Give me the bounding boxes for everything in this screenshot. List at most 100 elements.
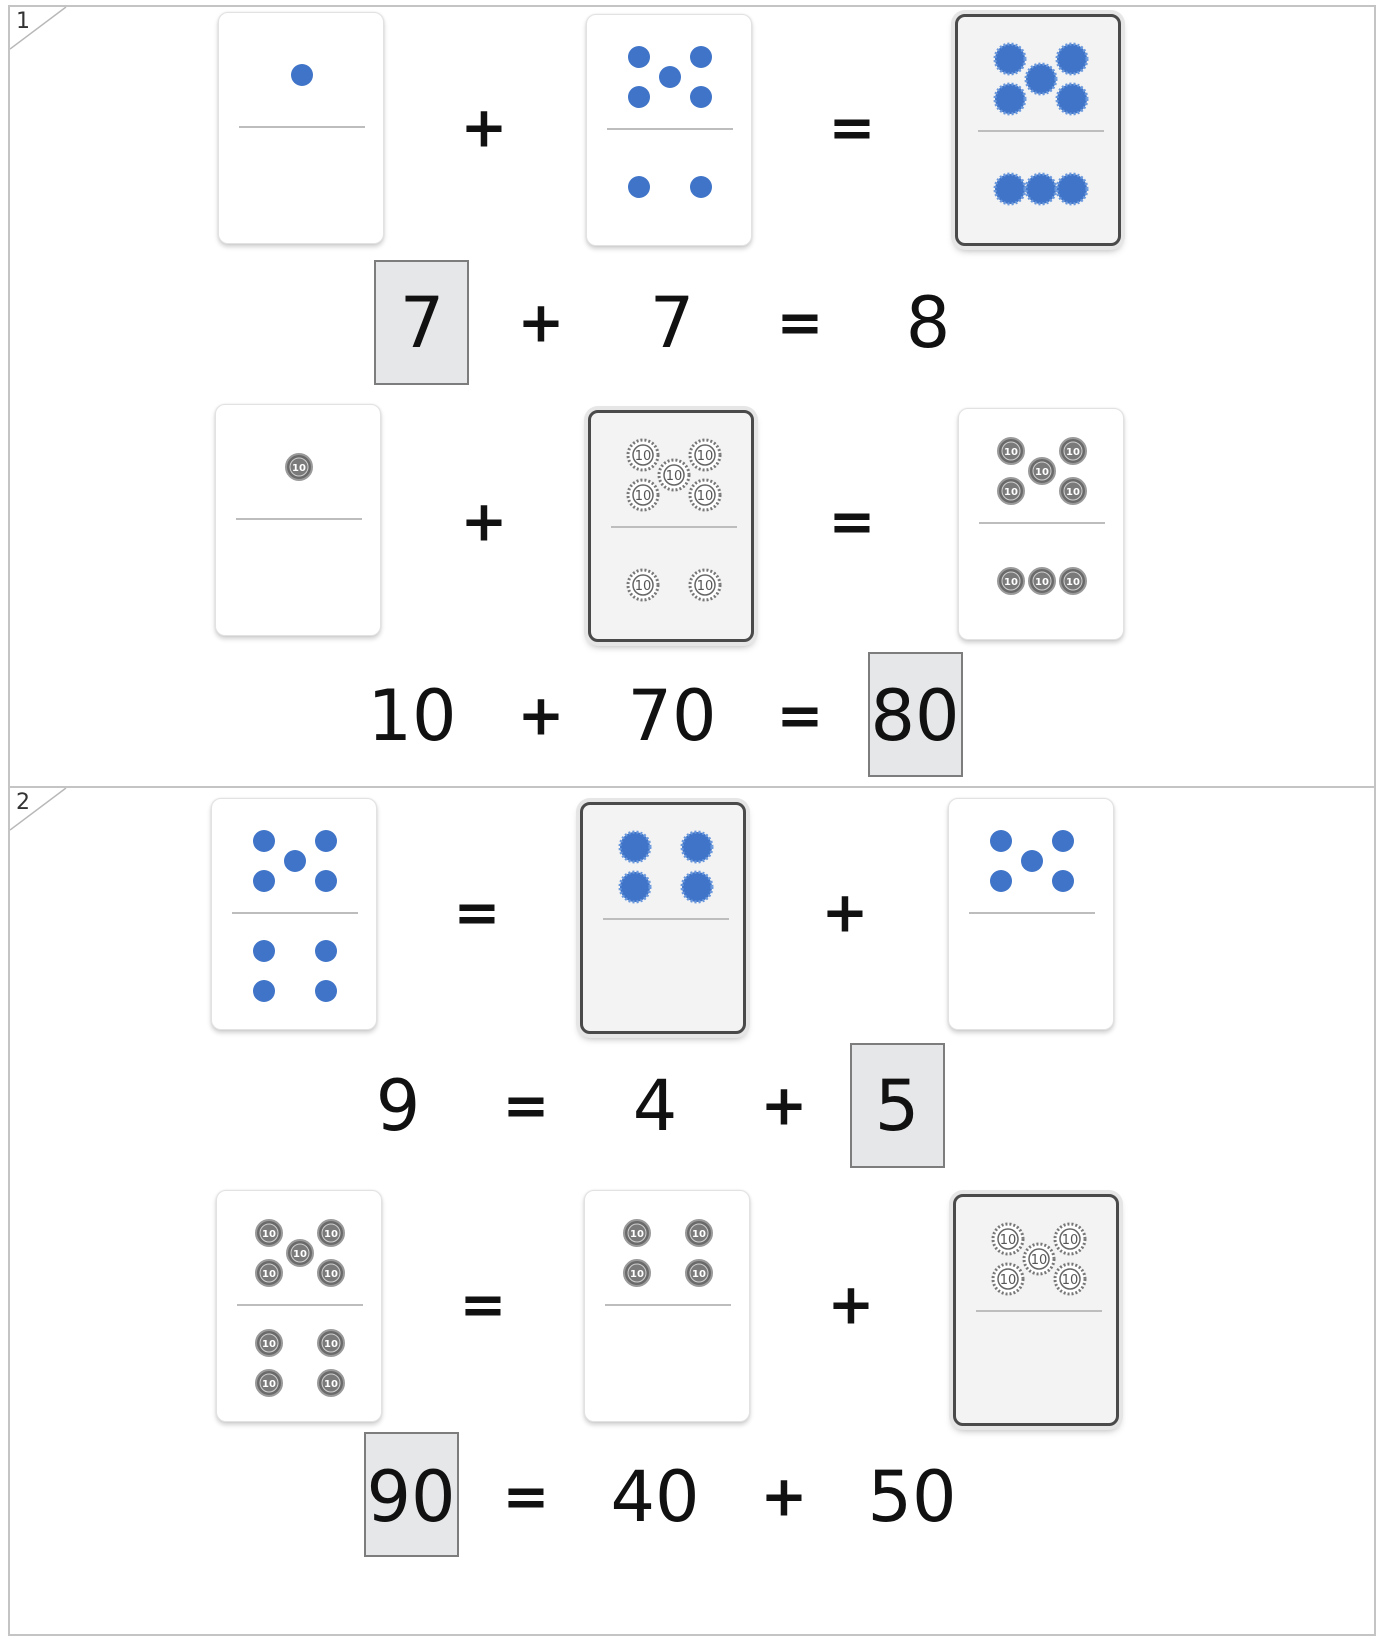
svg-text:10: 10 [1000, 1233, 1017, 1248]
equals-sign: = [503, 1074, 550, 1139]
problem-number: 1 [16, 9, 30, 34]
ten-chip: 10 [256, 1370, 282, 1396]
ten-chip: 10 [256, 1260, 282, 1286]
svg-text:10: 10 [1000, 1273, 1017, 1288]
dot-pip [1052, 830, 1074, 852]
domino-card[interactable]: 10 [215, 404, 381, 636]
svg-text:10: 10 [262, 1269, 276, 1280]
svg-text:10: 10 [1066, 487, 1080, 498]
svg-text:10: 10 [635, 579, 652, 594]
ten-chip: 10 [256, 1220, 282, 1246]
equals-sign: = [454, 881, 501, 946]
dot-pip [291, 64, 313, 86]
svg-text:10: 10 [1062, 1273, 1079, 1288]
dot-pip [995, 44, 1025, 74]
addend-1: 7 [400, 288, 445, 358]
total: 9 [376, 1071, 421, 1141]
dot-pip [1057, 174, 1087, 204]
ten-chip: 10 [1060, 438, 1086, 464]
svg-text:10: 10 [1004, 447, 1018, 458]
ten-chip: 10 [318, 1330, 344, 1356]
domino-card[interactable] [586, 14, 752, 246]
domino-card[interactable] [211, 798, 377, 1030]
plus-sign: + [518, 684, 565, 749]
ten-chip: 10 [628, 440, 658, 470]
ten-chip: 10 [256, 1330, 282, 1356]
sum: 80 [870, 681, 959, 751]
ten-chip: 10 [690, 440, 720, 470]
svg-text:10: 10 [692, 1269, 706, 1280]
addend-2: 70 [627, 681, 716, 751]
svg-text:10: 10 [324, 1229, 338, 1240]
pip-layer: 10 [216, 405, 382, 637]
plus-sign: + [761, 1074, 808, 1139]
plus-sign: + [828, 1273, 875, 1338]
dot-pip [628, 46, 650, 68]
problem-number: 2 [16, 790, 30, 815]
ten-chip: 10 [318, 1220, 344, 1246]
svg-text:10: 10 [262, 1339, 276, 1350]
svg-text:10: 10 [635, 489, 652, 504]
dot-pip [1057, 84, 1087, 114]
plus-sign: + [822, 881, 869, 946]
dot-pip [253, 940, 275, 962]
svg-text:10: 10 [324, 1379, 338, 1390]
domino-card[interactable] [948, 798, 1114, 1030]
plus-sign: + [461, 490, 508, 555]
dot-pip [690, 176, 712, 198]
dot-pip [315, 980, 337, 1002]
part-2: 50 [867, 1462, 956, 1532]
ten-chip: 10 [686, 1220, 712, 1246]
ten-chip: 10 [690, 570, 720, 600]
svg-text:10: 10 [1066, 577, 1080, 588]
domino-card-selected[interactable] [580, 802, 746, 1034]
ten-chip: 10 [686, 1260, 712, 1286]
svg-text:10: 10 [697, 579, 714, 594]
svg-text:10: 10 [1066, 447, 1080, 458]
dot-pip [659, 66, 681, 88]
ten-chip: 10 [628, 480, 658, 510]
ten-chip: 10 [318, 1260, 344, 1286]
ten-chip: 10 [628, 570, 658, 600]
ten-chip: 10 [1055, 1224, 1085, 1254]
ten-chip: 10 [1055, 1264, 1085, 1294]
dot-pip [990, 870, 1012, 892]
svg-text:10: 10 [292, 463, 306, 474]
equals-sign: = [777, 684, 824, 749]
dot-pip [995, 174, 1025, 204]
addend-1: 10 [367, 681, 456, 751]
plus-sign: + [518, 291, 565, 356]
dot-pip [1026, 174, 1056, 204]
ten-chip: 10 [993, 1224, 1023, 1254]
dot-pip [682, 872, 712, 902]
domino-card-selected[interactable] [955, 14, 1121, 246]
dot-pip [284, 850, 306, 872]
dot-pip [1021, 850, 1043, 872]
domino-card[interactable] [218, 12, 384, 244]
dot-pip [253, 980, 275, 1002]
svg-text:10: 10 [1004, 577, 1018, 588]
dot-pip [620, 872, 650, 902]
svg-text:10: 10 [692, 1229, 706, 1240]
svg-text:10: 10 [1035, 577, 1049, 588]
dot-pip [253, 830, 275, 852]
pip-layer [587, 15, 753, 247]
pip-layer [958, 17, 1124, 249]
svg-text:10: 10 [1062, 1233, 1079, 1248]
dot-pip [315, 870, 337, 892]
svg-text:10: 10 [262, 1229, 276, 1240]
ten-chip: 10 [287, 1240, 313, 1266]
pip-layer [212, 799, 378, 1031]
ten-chip: 10 [624, 1260, 650, 1286]
dot-pip [315, 940, 337, 962]
ten-chip: 10 [998, 568, 1024, 594]
pip-layer [219, 13, 385, 245]
addend-2: 7 [650, 288, 695, 358]
